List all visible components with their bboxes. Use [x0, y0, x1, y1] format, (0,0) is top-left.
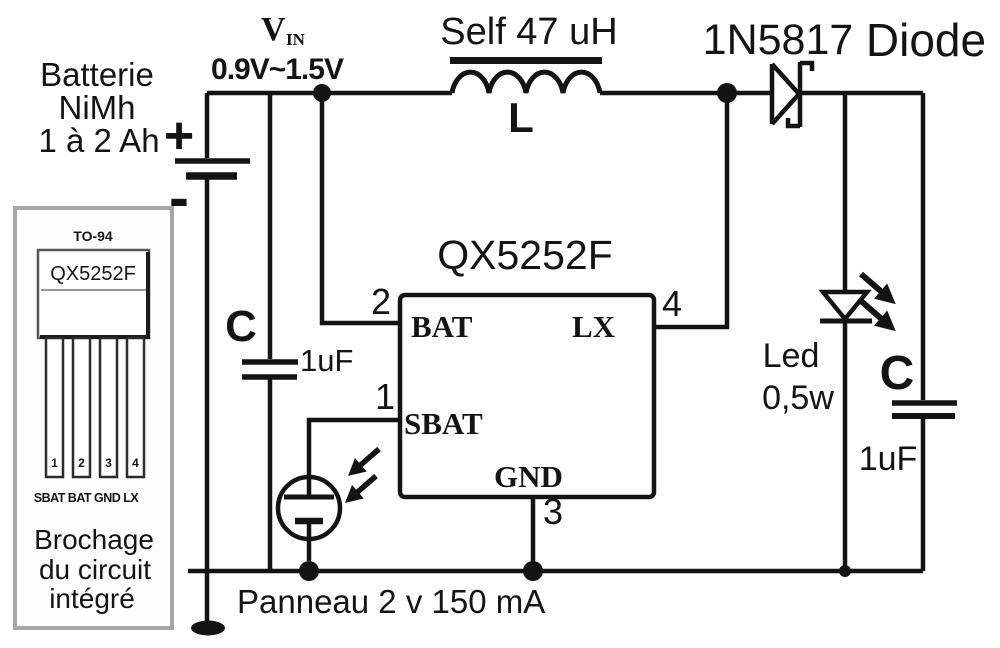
led-power-label: 0,5w [762, 379, 834, 417]
vin-symbol: V [261, 11, 286, 48]
battery-plus-sign: + [164, 107, 194, 165]
battery-label-line3: 1 à 2 Ah [38, 122, 159, 159]
solar-light-arrow [345, 473, 378, 503]
inset-caption-line3: intégré [49, 583, 135, 614]
package-leg [44, 336, 65, 479]
diode-part-number: 1N5817 [703, 16, 854, 64]
package-leg [98, 336, 119, 479]
ic-pin-gnd-label: GND [494, 459, 563, 494]
battery-label-line1: Batterie [40, 56, 154, 93]
diode-symbol [769, 60, 815, 129]
ic-pin2-number: 2 [371, 281, 391, 322]
inductor-designator: L [508, 94, 534, 141]
inset-part-number: QX5252F [50, 263, 136, 285]
diode-cathode-bar [785, 60, 815, 129]
led-symbol [818, 271, 896, 332]
inset-caption-line1: Brochage [34, 524, 154, 555]
solar-cell-symbol [275, 446, 381, 561]
panel-label: Panneau 2 v 150 mA [237, 583, 545, 620]
junction-dot [717, 83, 737, 103]
ground-symbol [191, 620, 225, 636]
inset-package-name: TO-94 [73, 228, 113, 244]
wire-bat-pin2 [319, 93, 400, 326]
capacitor-right-symbol [892, 400, 957, 419]
cap-left-value: 1uF [300, 343, 353, 378]
diode-anode-triangle [769, 62, 803, 126]
led-triangle [818, 289, 872, 323]
ic-pin-lx-label: LX [572, 309, 616, 344]
package-pin-names: SBAT BAT GND LX [34, 491, 140, 505]
package-body [36, 248, 151, 340]
junction-dot [299, 561, 319, 581]
inductor-windings [449, 69, 603, 94]
ic-pin1-number: 1 [375, 376, 395, 417]
battery-minus-sign: - [169, 164, 189, 231]
vin-range: 0.9V~1.5V [211, 53, 344, 86]
package-leg [71, 336, 92, 479]
ic-body [397, 292, 657, 500]
cap-right-designator: C [880, 347, 915, 400]
battery-symbol [175, 158, 250, 180]
diode-type-label: Diode [866, 14, 986, 66]
ic-pin3-number: 3 [543, 491, 563, 532]
junction-dot [523, 561, 543, 581]
vin-subscript: IN [286, 30, 306, 49]
package-leg2-number: 2 [78, 456, 85, 470]
package-leg4-number: 4 [132, 456, 139, 470]
led-name-label: Led [763, 337, 820, 375]
inset-caption-line2: du circuit [39, 554, 151, 585]
junction-dots [299, 83, 851, 581]
package-inset: TO-94 QX5252F 1 2 3 4 SBAT BAT GND LX Br… [13, 206, 174, 630]
led-light-arrow [859, 298, 896, 332]
battery-label-line2: NiMh [58, 89, 135, 126]
junction-dot [313, 84, 331, 102]
led-light-arrow [859, 271, 896, 305]
wire-sbat-pin1 [306, 417, 400, 479]
inductor-symbol [449, 57, 603, 94]
wire-lx-pin4 [654, 93, 730, 330]
labels: Batterie NiMh 1 à 2 Ah + - V IN 0.9V~1.5… [38, 11, 986, 620]
ic-part-number: QX5252F [437, 232, 613, 278]
package-leg3-number: 3 [105, 456, 112, 470]
inductor-core-bar [450, 57, 602, 64]
ic-pin-bat-label: BAT [411, 309, 473, 344]
package-leg-numbers: 1 2 3 4 [51, 456, 139, 470]
cap-right-value: 1uF [859, 440, 918, 478]
ic-pin-sbat-label: SBAT [404, 406, 483, 441]
package-leg1-number: 1 [51, 456, 58, 470]
solar-light-arrow [348, 446, 381, 476]
junction-dot [839, 565, 851, 577]
package-legs [44, 336, 146, 479]
package-leg [125, 336, 146, 479]
capacitor-left-symbol [242, 359, 298, 380]
inductor-label: Self 47 uH [440, 11, 617, 53]
cap-left-designator: C [225, 302, 257, 351]
ic-pin4-number: 4 [662, 283, 682, 324]
